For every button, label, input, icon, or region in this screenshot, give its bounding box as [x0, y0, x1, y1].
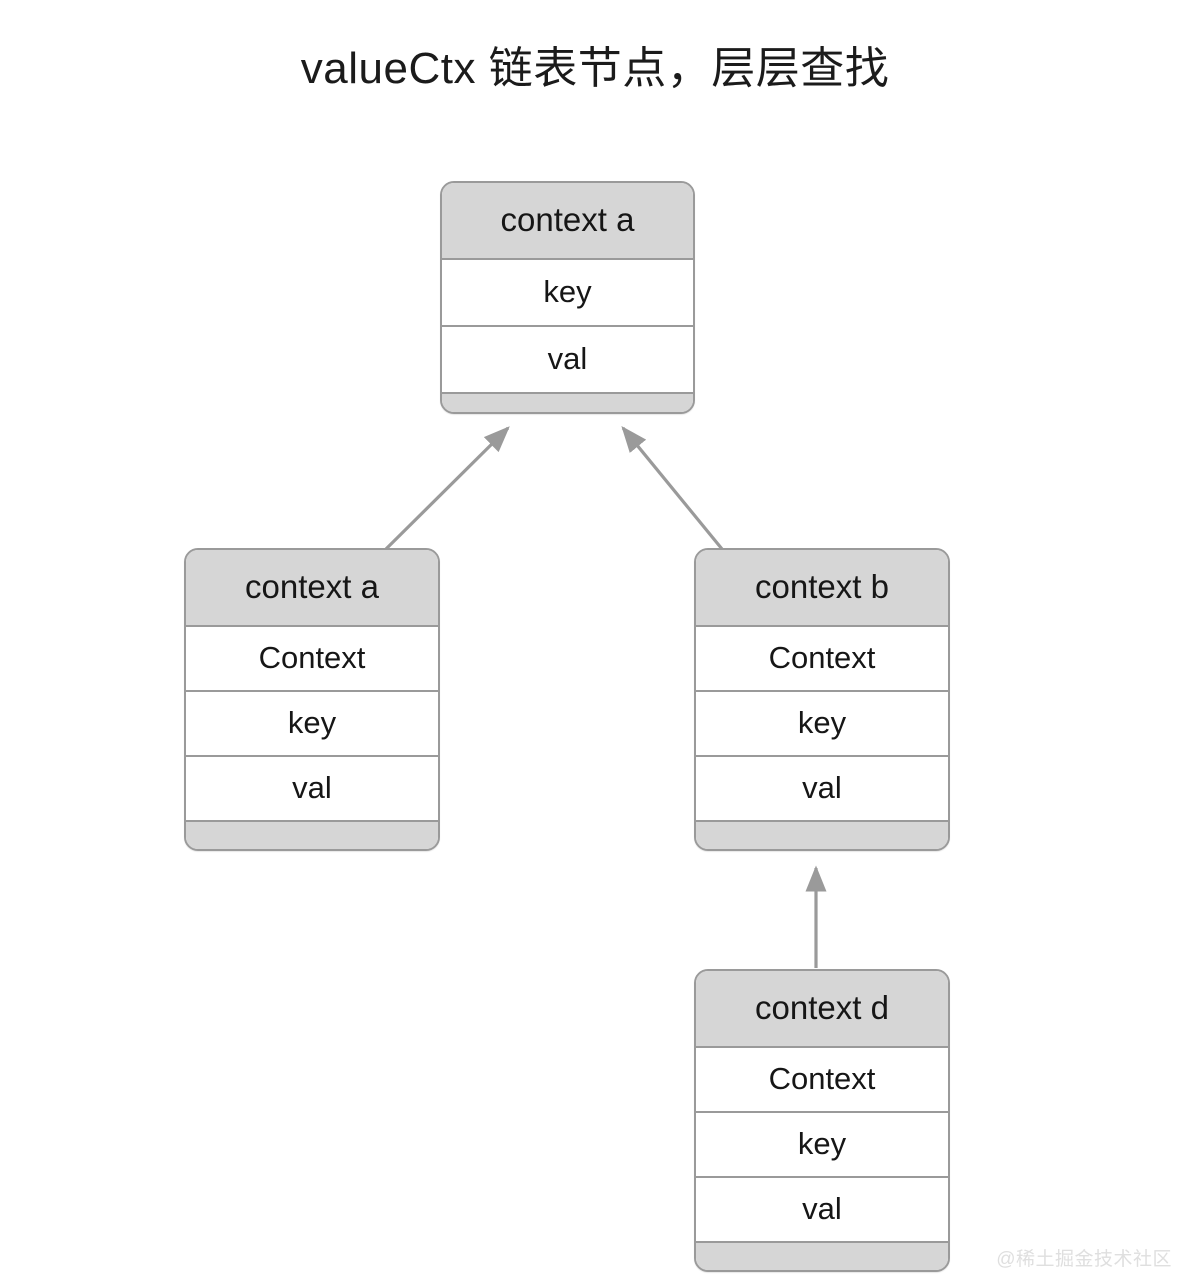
node-field-val: val: [696, 1178, 948, 1243]
node-field-key: key: [442, 260, 693, 327]
node-context-a-top[interactable]: context a key val: [440, 181, 695, 414]
node-header: context a: [442, 183, 693, 260]
node-header: context b: [696, 550, 948, 627]
node-field-val: val: [186, 757, 438, 822]
node-context-d[interactable]: context d Context key val: [694, 969, 950, 1272]
node-header: context a: [186, 550, 438, 627]
edge-right-to-top: [621, 426, 724, 551]
node-field-context: Context: [186, 627, 438, 692]
node-field-key: key: [186, 692, 438, 757]
node-field-key: key: [696, 692, 948, 757]
node-footer: [696, 822, 948, 849]
edge-left-to-top: [384, 426, 510, 551]
node-field-key: key: [696, 1113, 948, 1178]
node-field-val: val: [696, 757, 948, 822]
node-context-b[interactable]: context b Context key val: [694, 548, 950, 851]
node-field-context: Context: [696, 1048, 948, 1113]
node-field-context: Context: [696, 627, 948, 692]
node-field-val: val: [442, 327, 693, 394]
watermark: @稀土掘金技术社区: [996, 1249, 1172, 1270]
node-header: context d: [696, 971, 948, 1048]
node-footer: [696, 1243, 948, 1270]
node-footer: [186, 822, 438, 849]
page-title: valueCtx 链表节点，层层查找: [300, 44, 890, 93]
node-context-a-left[interactable]: context a Context key val: [184, 548, 440, 851]
node-footer: [442, 394, 693, 412]
